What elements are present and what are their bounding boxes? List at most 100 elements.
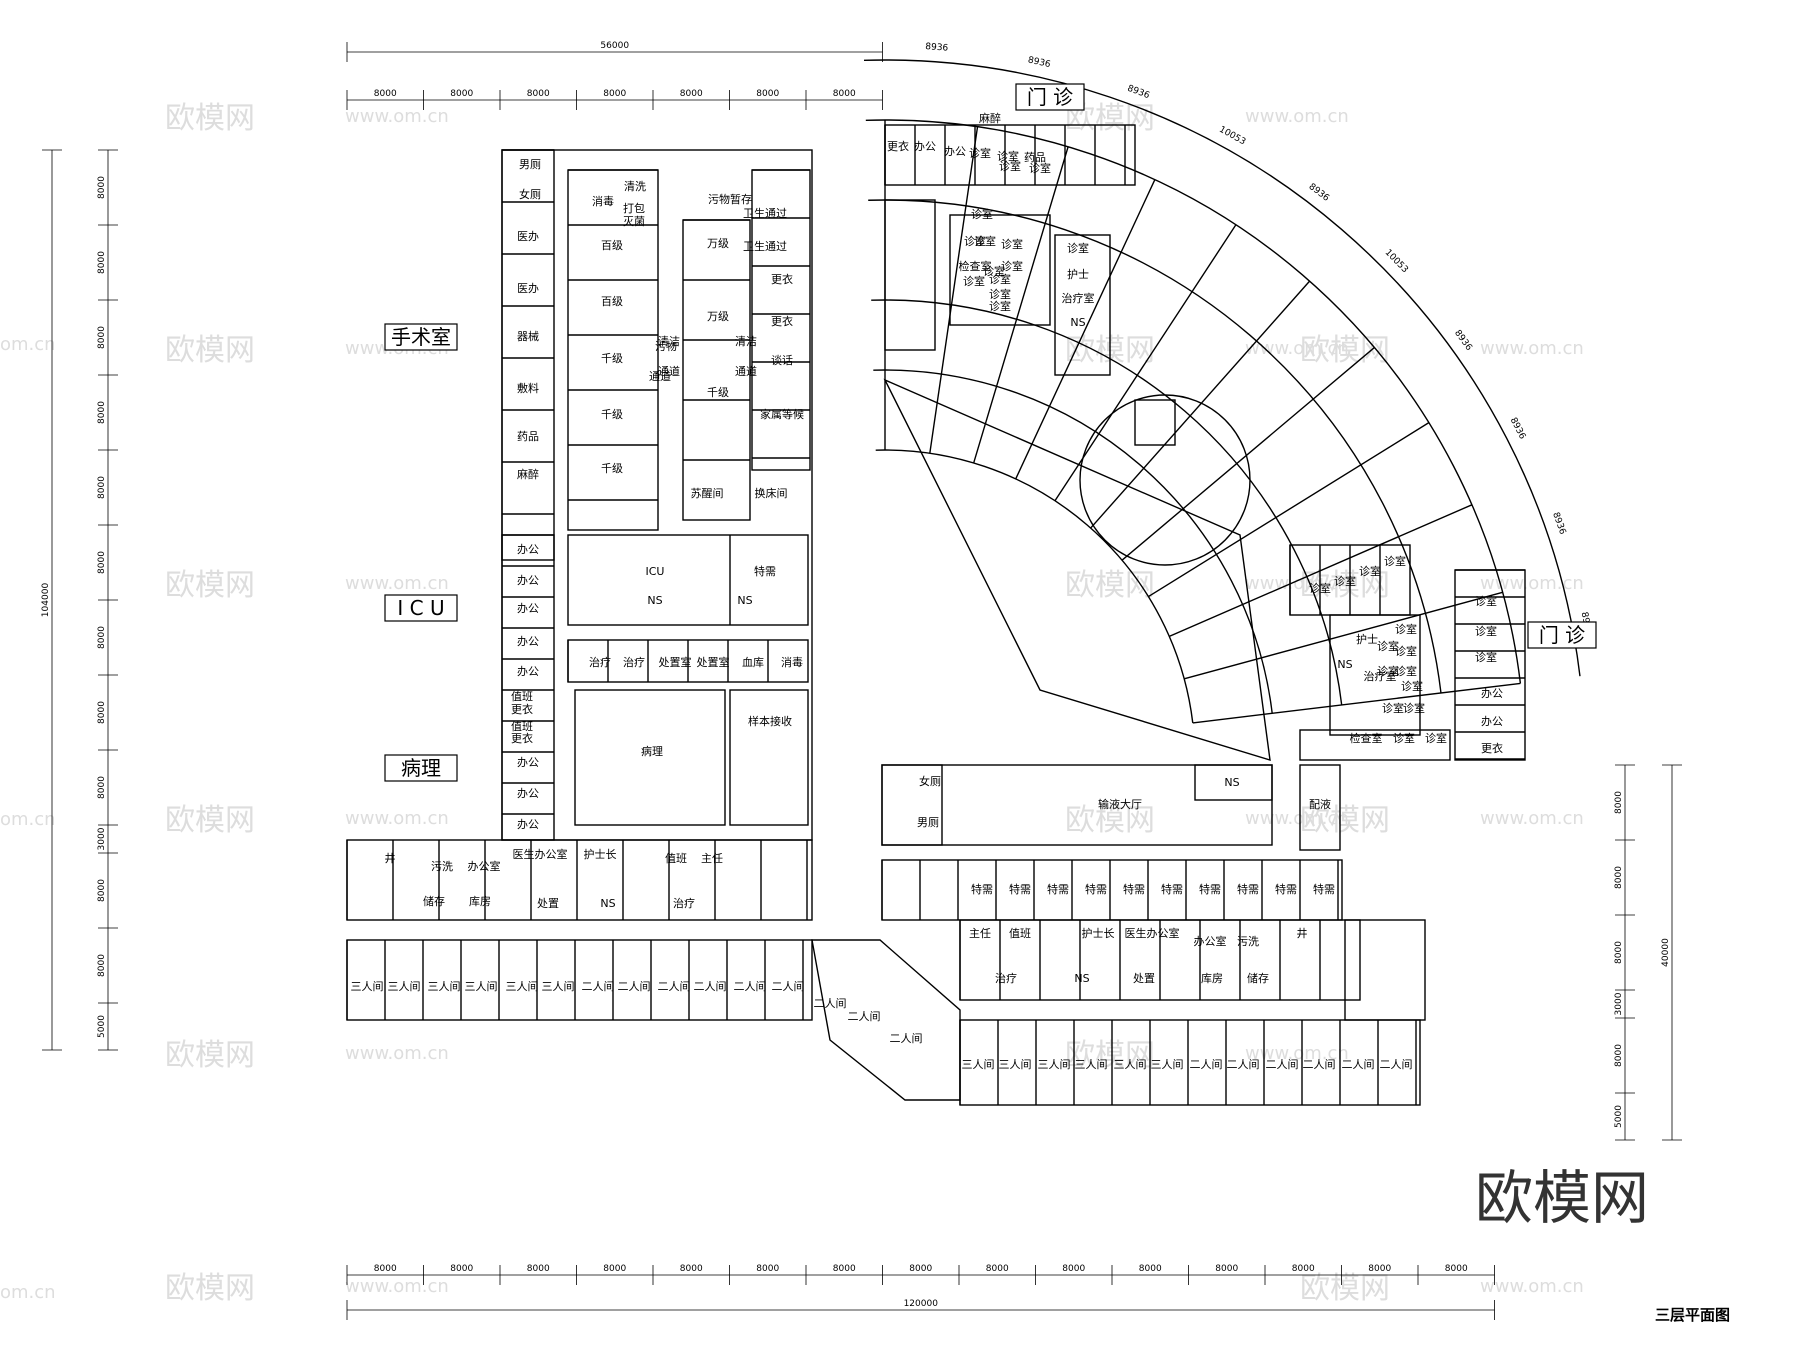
room-label: 特需 [1047, 882, 1069, 896]
room-label: 百级 [601, 295, 623, 308]
room-label: 二人间 [1303, 1058, 1336, 1071]
room-label: 诊室 [989, 299, 1011, 313]
dimension-label: 8000 [833, 89, 856, 99]
room-label: 特需 [971, 882, 993, 896]
lobby-circle [1079, 394, 1251, 566]
room-label: 诊室 [1475, 594, 1497, 608]
room-label: 三人间 [1114, 1058, 1147, 1071]
dimension-label: 8936 [1027, 55, 1052, 70]
room-label: 特需 [754, 564, 776, 578]
dimension-label: 8000 [1292, 1264, 1315, 1274]
watermark-url: www.om.cn [1480, 808, 1584, 829]
room-label: 二人间 [1380, 1058, 1413, 1071]
room-label: 二人间 [734, 980, 767, 993]
room-label: 万级 [707, 237, 729, 250]
dimension-label: 8000 [374, 89, 397, 99]
room-label: 办公 [944, 145, 966, 158]
room-label: 三人间 [542, 980, 575, 993]
dimension-label: 8000 [374, 1264, 397, 1274]
room-label: 诊室 [1384, 554, 1406, 568]
room-label: 库房 [469, 895, 491, 908]
room-label: 诊室 [1309, 581, 1331, 595]
outpatient-top-east [1054, 234, 1111, 376]
dimension-label: 8000 [97, 551, 107, 574]
dimension-label: 8936 [1508, 416, 1528, 441]
room-label: 更衣 [771, 272, 793, 286]
dimension-label: 8000 [986, 1264, 1009, 1274]
dimension-label: 56000 [600, 41, 629, 51]
room-label: 诊室 [989, 287, 1011, 301]
room-label: 诊室 [1377, 664, 1399, 678]
room-label: 二人间 [890, 1032, 923, 1045]
room-label: 特需 [1199, 882, 1221, 896]
room-label: 特需 [1275, 882, 1297, 896]
dimension-label: 8000 [97, 954, 107, 977]
dimension-label: 8000 [97, 626, 107, 649]
room-label: 家属等候 [760, 407, 804, 421]
watermark-url: www.om.cn [345, 573, 449, 594]
room-label: 三人间 [428, 980, 461, 993]
watermark-url: om.cn [0, 1282, 56, 1303]
room-label: 井 [1297, 926, 1308, 940]
room-label: 二人间 [1190, 1058, 1223, 1071]
room-label: 二人间 [1227, 1058, 1260, 1071]
room-label: 女厕 [919, 774, 941, 788]
room-label: 特需 [1085, 882, 1107, 896]
room-label: 诊室 [1475, 650, 1497, 664]
room-label: 值班 [511, 720, 533, 733]
room-label: 值班 [665, 852, 687, 865]
room-label: 污洗 [431, 860, 453, 873]
watermark-text: 欧模网 [1300, 1271, 1390, 1306]
room-label: 诊室 [989, 272, 1011, 286]
dimension-label: 8000 [1215, 1264, 1238, 1274]
room-label: 血库 [742, 655, 764, 669]
dimension-label: 8000 [97, 251, 107, 274]
dimension-label: 104000 [41, 583, 51, 618]
arc-wall-4 [875, 449, 1194, 723]
room-label: 二人间 [848, 1010, 881, 1023]
infusion-toilets [881, 764, 943, 846]
room-label: NS [737, 594, 752, 607]
dimension-label: 8000 [97, 701, 107, 724]
room-label: 男厕 [917, 816, 939, 829]
room-label: 特需 [1123, 882, 1145, 896]
dimension-label: 40000 [1661, 938, 1671, 967]
room-label: 打包 [623, 201, 645, 215]
west-ward-service [346, 839, 813, 921]
room-label: 治疗 [673, 896, 695, 910]
room-label: 诊室 [1401, 679, 1423, 693]
room-label: 诊室 [1001, 237, 1023, 251]
room-label: 药品 [517, 430, 539, 443]
room-label: 千级 [601, 352, 623, 365]
room-label: 办公 [517, 574, 539, 587]
dimension-label: 8000 [833, 1264, 856, 1274]
outpatient-nurse-station [949, 214, 1051, 326]
room-label: 麻醉 [979, 111, 1001, 125]
room-label: 特需 [1161, 882, 1183, 896]
watermark-url: www.om.cn [345, 1276, 449, 1297]
room-label: 百级 [601, 239, 623, 252]
dimension-label: 8000 [1368, 1264, 1391, 1274]
room-label: 万级 [707, 310, 729, 323]
zone-label-outpatient-top: 门 诊 [1027, 85, 1073, 109]
watermark-url: www.om.cn [1245, 1043, 1349, 1064]
watermark-text: 欧模网 [165, 568, 255, 603]
room-label: 诊室 [1001, 259, 1023, 273]
room-label: 诊室 [1382, 701, 1404, 715]
watermark-text: 欧模网 [165, 101, 255, 136]
room-label: 检查室 [1350, 731, 1383, 745]
room-label: 男厕 [519, 158, 541, 171]
dimension-label: 8000 [1614, 941, 1624, 964]
room-label: 诊室 [999, 159, 1021, 173]
room-label: 谈话 [771, 354, 793, 367]
arc-partition [1015, 179, 1156, 480]
room-label: 器械 [517, 329, 539, 343]
room-label: 消毒 [781, 655, 803, 669]
room-label: 女厕 [519, 187, 541, 201]
dispensing [1299, 764, 1341, 851]
room-label: 通道 [735, 364, 757, 378]
arc-wall-3 [873, 369, 1273, 714]
room-label: 诊室 [963, 274, 985, 288]
room-label: 清洁 [658, 335, 680, 348]
arc-partition [929, 126, 979, 454]
